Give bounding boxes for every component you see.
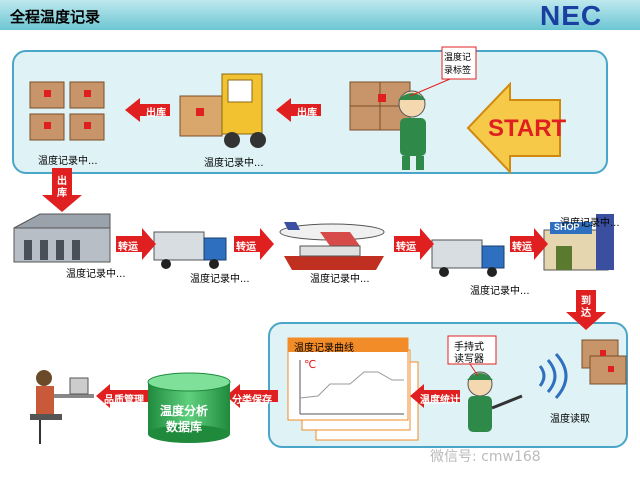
recording-label-transport: 温度记录中...	[310, 274, 370, 285]
airplane-icon	[279, 222, 385, 246]
person-at-computer-icon	[30, 370, 94, 444]
transfer-label-1: 转运	[118, 242, 138, 253]
arrive-label-1: 到	[581, 296, 591, 307]
database-icon	[147, 372, 231, 443]
arrive-label-2: 达	[581, 308, 591, 319]
recording-label-shop: 温度记录中...	[560, 218, 620, 229]
chart-title: 温度记录曲线	[294, 343, 354, 354]
database-label-line1: 温度分析	[160, 404, 209, 418]
shop-icon	[543, 214, 614, 271]
wireless-signal-icon	[538, 352, 568, 400]
reader-worker-icon	[467, 371, 523, 432]
transfer-label-2: 转运	[236, 242, 256, 253]
truck-icon-2	[431, 239, 505, 277]
nec-logo: NEC	[540, 0, 603, 31]
tag-callout-line1: 温度记	[444, 53, 472, 63]
recording-label-warehouse: 温度记录中...	[66, 269, 126, 280]
received-pallets-icon	[581, 339, 627, 385]
start-arrow	[466, 81, 561, 175]
handheld-line1: 手持式	[454, 342, 484, 353]
temp-read-label: 温度读取	[550, 414, 590, 425]
watermark: 微信号: cmw168	[430, 449, 541, 465]
recording-label-pallets: 温度记录中...	[38, 156, 98, 167]
outbound-vertical-1: 出	[57, 176, 67, 187]
shop-sign: SHOP	[554, 222, 580, 232]
worker-icon	[398, 90, 426, 170]
classify-save-label: 分类保存	[232, 395, 272, 406]
tag-callout	[409, 46, 477, 97]
recording-label-truck2: 温度记录中...	[470, 286, 530, 297]
warehouse-icon	[13, 213, 111, 263]
page-title: 全程温度记录	[10, 8, 101, 26]
truck-icon-1	[153, 231, 227, 269]
recording-label-truck1: 温度记录中...	[190, 274, 250, 285]
outbound-label-1: 出库	[146, 108, 166, 119]
outbound-label-2: 出库	[297, 108, 317, 119]
transfer-label-4: 转运	[512, 242, 532, 253]
handheld-line2: 读写器	[454, 354, 484, 365]
temp-stats-label: 温度统计	[420, 395, 460, 406]
database-label-line2: 数据库	[166, 420, 203, 434]
tag-callout-line2: 录标签	[444, 66, 472, 76]
outbound-vertical-2: 库	[57, 188, 67, 199]
forklift-icon	[179, 73, 266, 148]
start-label: START	[488, 115, 567, 142]
transfer-label-3: 转运	[396, 242, 416, 253]
ship-icon	[284, 245, 384, 270]
header-bar	[0, 0, 640, 30]
quality-mgmt-label: 品质管理	[104, 395, 144, 406]
celsius-label: ℃	[304, 358, 317, 371]
recording-label-forklift: 温度记录中...	[204, 158, 264, 169]
pallet-stack-icon	[29, 81, 105, 141]
